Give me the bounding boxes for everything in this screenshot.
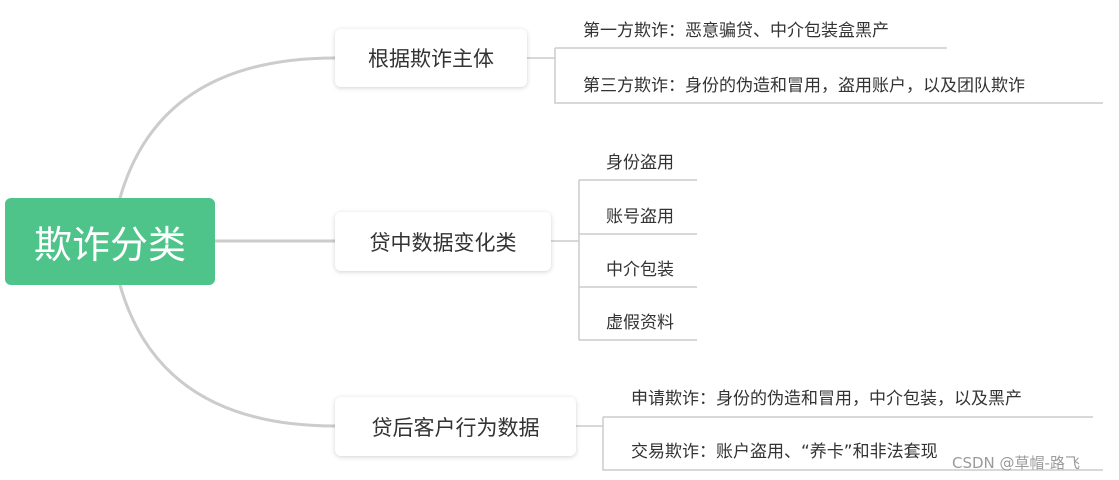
branch-node-in-loan-data[interactable]: 贷中数据变化类 xyxy=(335,212,551,271)
leaf-agent-packaging[interactable]: 中介包装 xyxy=(606,260,674,280)
leaf-transaction-fraud[interactable]: 交易欺诈：账户盗用、“养卡”和非法套现 xyxy=(631,442,938,462)
connector-root-branch-1 xyxy=(118,56,337,200)
branch-node-fraud-subject[interactable]: 根据欺诈主体 xyxy=(335,29,527,87)
watermark: CSDN @草帽-路飞 xyxy=(952,454,1080,472)
connector-root-branch-3 xyxy=(118,283,337,428)
root-node[interactable]: 欺诈分类 xyxy=(5,198,215,285)
root-node-label: 欺诈分类 xyxy=(33,223,186,267)
connector-branch-2-leaves xyxy=(551,179,697,341)
leaf-third-party-fraud[interactable]: 第三方欺诈：身份的伪造和冒用，盗用账户，以及团队欺诈 xyxy=(583,76,1025,96)
leaf-application-fraud[interactable]: 申请欺诈：身份的伪造和冒用，中介包装，以及黑产 xyxy=(631,389,1022,409)
branch-node-label: 贷中数据变化类 xyxy=(369,230,517,255)
connector-branch-3-leaves xyxy=(576,416,1103,471)
leaf-first-party-fraud[interactable]: 第一方欺诈：恶意骗贷、中介包装盒黑产 xyxy=(583,21,889,41)
branch-node-label: 根据欺诈主体 xyxy=(368,47,494,71)
leaf-account-theft[interactable]: 账号盗用 xyxy=(606,207,674,227)
leaf-false-documents[interactable]: 虚假资料 xyxy=(606,313,674,333)
branch-node-label: 贷后客户行为数据 xyxy=(371,415,540,440)
connector-branch-1-leaves xyxy=(527,47,1103,104)
leaf-identity-theft[interactable]: 身份盗用 xyxy=(606,153,674,173)
branch-node-post-loan-behavior[interactable]: 贷后客户行为数据 xyxy=(335,397,576,456)
